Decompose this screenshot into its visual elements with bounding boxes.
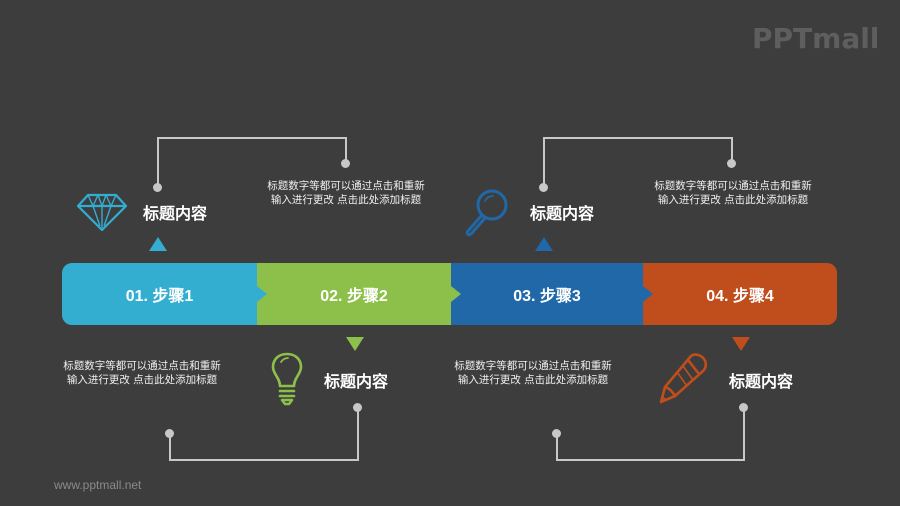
- pptmall-logo: PPTmall: [752, 22, 880, 55]
- pencil-icon: [655, 352, 709, 410]
- desc-line: 输入进行更改 点击此处添加标题: [657, 194, 809, 206]
- connector-line: [169, 459, 359, 461]
- step-2-title[interactable]: 标题内容: [324, 372, 389, 391]
- step-1-title[interactable]: 标题内容: [143, 204, 208, 223]
- arrow-notch: [451, 286, 461, 302]
- desc-line: 输入进行更改 点击此处添加标题: [66, 374, 218, 386]
- diamond-icon: [76, 192, 128, 236]
- website-url: www.pptmall.net: [54, 478, 142, 492]
- step-2-label: 02. 步骤2: [320, 288, 388, 305]
- connector-line: [169, 433, 171, 461]
- step-2-segment[interactable]: 02. 步骤2: [257, 263, 461, 325]
- desc-line: 标题数字等都可以通过点击和重新: [63, 360, 221, 372]
- desc-line: 标题数字等都可以通过点击和重新: [267, 180, 425, 192]
- step-3-label: 03. 步骤3: [513, 288, 581, 305]
- step-2-description[interactable]: 标题数字等都可以通过点击和重新 输入进行更改 点击此处添加标题: [52, 359, 232, 387]
- connector-line: [543, 137, 545, 187]
- connector-line: [345, 137, 347, 163]
- step-1-label: 01. 步骤1: [125, 288, 194, 305]
- step-4-title[interactable]: 标题内容: [729, 372, 794, 391]
- desc-line: 输入进行更改 点击此处添加标题: [457, 374, 609, 386]
- connector-dot: [153, 183, 162, 192]
- step-3-segment[interactable]: 03. 步骤3: [451, 263, 653, 325]
- connector-line: [357, 407, 359, 461]
- up-pointer-icon: [535, 237, 553, 251]
- desc-line: 标题数字等都可以通过点击和重新: [654, 180, 812, 192]
- connector-line: [157, 137, 159, 187]
- down-pointer-icon: [732, 337, 750, 351]
- step-3-title[interactable]: 标题内容: [530, 204, 595, 223]
- connector-line: [556, 459, 745, 461]
- step-4-description[interactable]: 标题数字等都可以通过点击和重新 输入进行更改 点击此处添加标题: [443, 359, 623, 387]
- connector-dot: [341, 159, 350, 168]
- desc-line: 标题数字等都可以通过点击和重新: [454, 360, 612, 372]
- connector-line: [731, 137, 733, 163]
- step-4-segment[interactable]: 04. 步骤4: [643, 263, 837, 325]
- connector-line: [556, 433, 558, 461]
- lightbulb-icon: [270, 352, 304, 410]
- connector-line: [743, 407, 745, 461]
- arrow-notch: [257, 286, 267, 302]
- down-pointer-icon: [346, 337, 364, 351]
- step-1-segment[interactable]: 01. 步骤1: [62, 263, 267, 325]
- connector-dot: [539, 183, 548, 192]
- connector-line: [157, 137, 347, 139]
- desc-line: 输入进行更改 点击此处添加标题: [270, 194, 422, 206]
- magnifier-icon: [463, 188, 511, 242]
- connector-line: [543, 137, 733, 139]
- up-pointer-icon: [149, 237, 167, 251]
- step-4-label: 04. 步骤4: [706, 288, 774, 305]
- step-3-description[interactable]: 标题数字等都可以通过点击和重新 输入进行更改 点击此处添加标题: [643, 179, 823, 207]
- connector-dot: [727, 159, 736, 168]
- step-bar: 01. 步骤1 02. 步骤2 03. 步骤3 04. 步骤4: [62, 263, 837, 325]
- step-1-description[interactable]: 标题数字等都可以通过点击和重新 输入进行更改 点击此处添加标题: [256, 179, 436, 207]
- arrow-notch: [643, 286, 653, 302]
